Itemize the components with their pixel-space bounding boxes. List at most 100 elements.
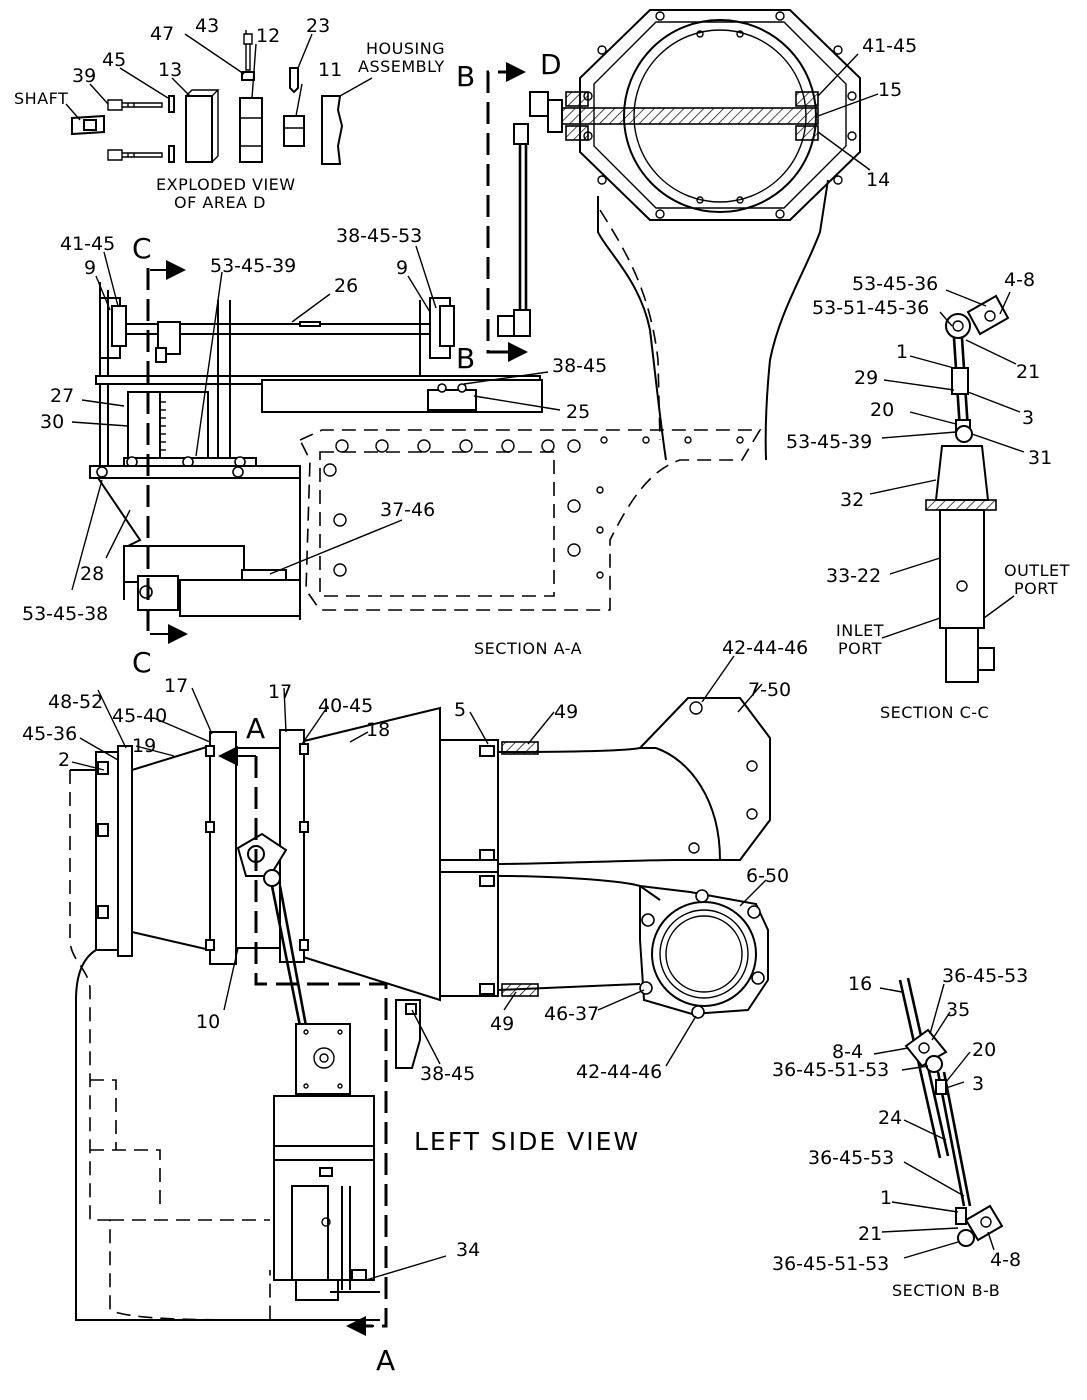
callout-34: 34 (456, 1239, 480, 1261)
callout-17-left: 17 (164, 675, 188, 697)
label-housing-line1: HOUSING (366, 39, 445, 58)
callout-45: 45 (102, 49, 126, 71)
throttle-shaft-section (559, 107, 819, 125)
callout-30: 30 (40, 411, 64, 433)
section-b-b-view: 16 36-45-53 35 8-4 20 36-45-51-53 3 24 3… (772, 965, 1028, 1300)
callout-49-upper: 49 (554, 701, 578, 723)
actuator-mount-bracket (295, 1023, 351, 1095)
callout-27: 27 (50, 385, 74, 407)
flange-17-left (209, 731, 237, 965)
pan-bolts (323, 436, 744, 579)
elbow-flange (439, 739, 499, 997)
section-marker-c-bottom: C (132, 646, 152, 679)
cylinder-33-22 (939, 509, 985, 629)
callout-39: 39 (72, 65, 96, 87)
callout-35: 35 (946, 999, 970, 1021)
exploded-view-area-d: 43 47 12 23 45 13 39 11 SHAFT HOUSING AS… (14, 15, 445, 212)
callout-38-45-aa: 38-45 (552, 355, 607, 377)
callout-47: 47 (150, 23, 174, 45)
callout-31: 31 (1028, 447, 1052, 469)
callout-36-45-51-53-top: 36-45-51-53 (772, 1059, 889, 1081)
actuator-32 (934, 445, 990, 501)
callout-25: 25 (566, 401, 590, 423)
callout-7-50: 7-50 (748, 679, 791, 701)
support-25 (261, 379, 543, 413)
callout-48-52: 48-52 (48, 691, 103, 713)
callout-43: 43 (195, 15, 219, 37)
exploded-view-title-line2: OF AREA D (174, 193, 266, 212)
callout-49-lower: 49 (490, 1013, 514, 1035)
callout-1-cc: 1 (896, 341, 908, 363)
callout-53-45-36-cc: 53-45-36 (852, 273, 938, 295)
callout-18: 18 (366, 719, 390, 741)
part-11 (283, 115, 305, 147)
callout-6-50: 6-50 (746, 865, 789, 887)
callout-32: 32 (840, 489, 864, 511)
callout-13: 13 (158, 59, 182, 81)
washer-45-upper (168, 95, 175, 113)
section-marker-b-bottom: B (456, 342, 475, 375)
callout-21-bb: 21 (858, 1223, 882, 1245)
housing-bolts (583, 11, 857, 219)
section-marker-d: D (540, 48, 562, 81)
callout-9-right: 9 (396, 257, 408, 279)
callout-2: 2 (58, 749, 70, 771)
label-housing-line2: ASSEMBLY (358, 57, 445, 76)
base-plate-28 (89, 465, 301, 479)
section-a-a-title: SECTION A-A (474, 639, 582, 658)
callout-15: 15 (878, 79, 902, 101)
callout-4-8-bb: 4-8 (990, 1249, 1021, 1271)
clamp-49-lower (501, 983, 539, 997)
callout-19: 19 (132, 735, 156, 757)
callout-5: 5 (454, 699, 466, 721)
actuator-30 (127, 391, 209, 463)
outlet-elbow-7-50 (639, 697, 771, 861)
callout-41-45-aa: 41-45 (60, 233, 115, 255)
callout-8-4: 8-4 (832, 1041, 863, 1063)
callout-14: 14 (866, 169, 890, 191)
pin-23 (289, 67, 299, 94)
label-inlet-line1: INLET (836, 621, 884, 640)
oil-pan-outline (298, 429, 762, 611)
callout-46-37: 46-37 (544, 1003, 599, 1025)
callout-42-44-46-lower: 42-44-46 (576, 1061, 662, 1083)
callout-29: 29 (854, 367, 878, 389)
left-side-view: A A 42-44-46 7-50 5 49 48-52 17 17 40-45… (22, 637, 808, 1377)
housing-octagon-view: 41-45 15 14 (529, 9, 917, 461)
section-marker-b-top: B (456, 60, 475, 93)
callout-21-cc: 21 (1016, 361, 1040, 383)
section-c-c-view: 53-45-36 4-8 53-51-45-36 1 21 29 3 20 53… (786, 269, 1069, 722)
callout-53-51-45-36: 53-51-45-36 (812, 297, 929, 319)
flange-2 (95, 751, 119, 951)
label-outlet-line2: PORT (1014, 579, 1058, 598)
callout-38-45-53: 38-45-53 (336, 225, 422, 247)
callout-42-44-46-upper: 42-44-46 (722, 637, 808, 659)
callout-3-cc: 3 (1022, 407, 1034, 429)
callout-41-45-top: 41-45 (862, 35, 917, 57)
callout-24: 24 (878, 1107, 902, 1129)
callout-45-40: 45-40 (112, 705, 167, 727)
outlet-flange-6-50 (639, 884, 769, 1016)
section-marker-c-top: C (132, 232, 152, 265)
housing-assembly-piece (321, 95, 344, 165)
section-b-b-title: SECTION B-B (892, 1281, 1000, 1300)
section-marker-a-bottom: A (376, 1344, 395, 1377)
callout-53-45-39-aa: 53-45-39 (210, 255, 296, 277)
flange-17-right (279, 729, 305, 963)
exploded-view-title-line1: EXPLODED VIEW (156, 175, 296, 194)
callout-36-45-53-mid: 36-45-53 (808, 1147, 894, 1169)
bolt-39-lower (107, 149, 163, 161)
callout-17-right: 17 (268, 681, 292, 703)
part-13 (185, 95, 213, 163)
callout-26: 26 (334, 275, 358, 297)
section-c-c-title: SECTION C-C (880, 703, 989, 722)
label-shaft: SHAFT (14, 89, 68, 108)
callout-3-bb: 3 (972, 1073, 984, 1095)
callout-37-46: 37-46 (380, 499, 435, 521)
callout-36-45-53-top: 36-45-53 (942, 965, 1028, 987)
callout-28: 28 (80, 563, 104, 585)
section-a-a-view: C C 41-45 9 53-45-39 26 38-45-53 9 27 30… (22, 123, 762, 679)
callout-53-45-39-cc: 53-45-39 (786, 431, 872, 453)
